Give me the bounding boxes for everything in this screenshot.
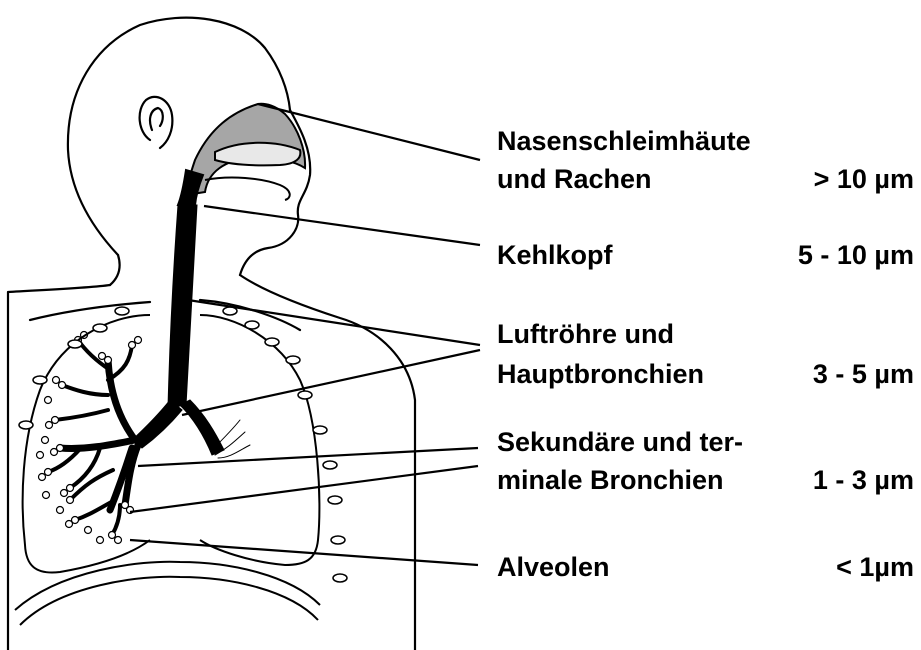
region-label-trachea-line1: Luftröhre und xyxy=(497,317,674,351)
lungs xyxy=(15,315,320,625)
leader-line-terminal-bronchi xyxy=(130,466,478,512)
neck-left-outline xyxy=(110,255,120,285)
tongue-outline xyxy=(205,178,290,200)
leader-line-trachea xyxy=(188,300,480,345)
palate xyxy=(215,143,300,166)
region-size-larynx: 5 - 10 µm xyxy=(798,238,914,272)
pharynx xyxy=(178,170,203,205)
region-size-trachea: 3 - 5 µm xyxy=(813,357,914,391)
leader-line-main-bronchi xyxy=(182,350,480,415)
region-label-nasal-line2: und Rachen xyxy=(497,162,652,196)
region-size-nasal: > 10 µm xyxy=(814,162,914,196)
trachea xyxy=(168,205,197,408)
nasal-cavity xyxy=(178,104,305,205)
region-label-nasal-line1: Nasenschleimhäute xyxy=(497,124,751,158)
ear-inner xyxy=(150,108,163,130)
region-size-bronchi: 1 - 3 µm xyxy=(813,463,914,497)
diaphragm-inner xyxy=(20,577,318,625)
airway-tree xyxy=(48,205,250,535)
diaphragm xyxy=(15,562,320,610)
region-label-bronchi-line2: minale Bronchien xyxy=(497,463,724,497)
region-label-trachea-line2: Hauptbronchien xyxy=(497,357,704,391)
ear-outline xyxy=(140,97,173,148)
region-size-alveoli: < 1µm xyxy=(836,550,914,584)
region-label-alveoli: Alveolen xyxy=(497,550,610,584)
terminal-bronchi xyxy=(48,340,132,535)
leader-line-secondary-bronchi xyxy=(138,448,478,466)
region-label-larynx: Kehlkopf xyxy=(497,238,613,272)
region-label-bronchi-line1: Sekundäre und ter- xyxy=(497,425,743,459)
leader-line-larynx xyxy=(204,206,480,245)
left-main-bronchus xyxy=(132,400,182,448)
